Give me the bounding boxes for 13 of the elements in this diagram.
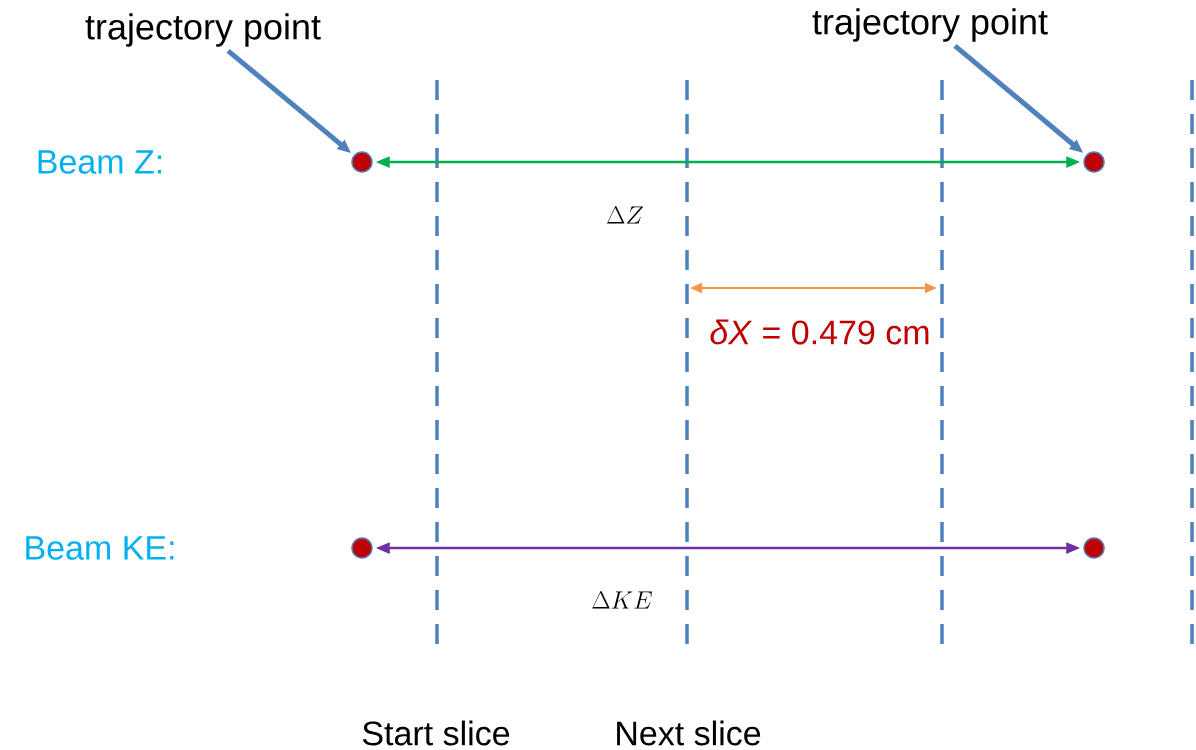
- point-marker: [351, 537, 373, 559]
- edge-label: $\Delta KE$: [592, 590, 652, 609]
- text-label: Start slice: [362, 720, 510, 746]
- point-marker: [1083, 537, 1105, 559]
- text-label: Beam Z:: [38, 150, 162, 174]
- node-label: trajectory point: [85, 13, 321, 47]
- text-label: Beam KE:: [26, 536, 174, 560]
- text-label: δX = 0.479 cm: [710, 319, 929, 345]
- text-label: Next slice: [617, 720, 761, 746]
- point-marker: [351, 151, 373, 173]
- node-label: trajectory point: [812, 8, 1048, 42]
- edge-label: $\Delta Z$: [607, 205, 644, 224]
- point-marker: [1083, 151, 1105, 173]
